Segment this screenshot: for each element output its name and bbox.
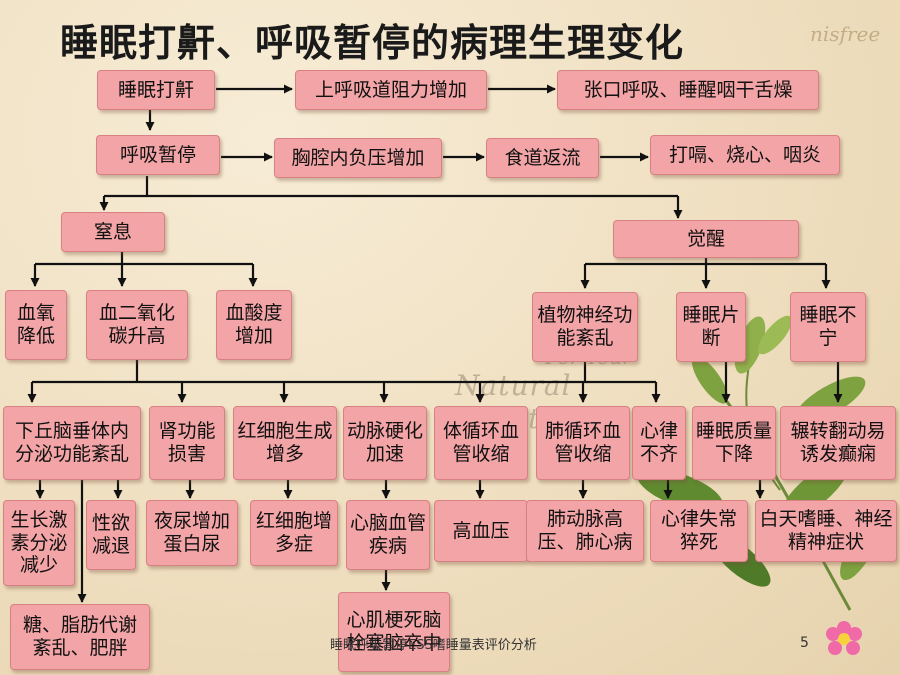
node-airway-resistance: 上呼吸道阻力增加 bbox=[295, 70, 487, 110]
node-libido: 性欲减退 bbox=[86, 500, 136, 570]
node-sudden-death: 心律失常猝死 bbox=[650, 500, 748, 562]
page-number: 5 bbox=[800, 635, 809, 651]
node-mouth-breathing: 张口呼吸、睡醒咽干舌燥 bbox=[557, 70, 819, 110]
brand-logo-text: nisfree bbox=[810, 22, 881, 46]
node-pah: 肺动脉高压、肺心病 bbox=[526, 500, 644, 562]
node-arrhythmia: 心律不齐 bbox=[632, 406, 686, 480]
node-arterio: 动脉硬化加速 bbox=[343, 406, 427, 480]
node-apnea: 呼吸暂停 bbox=[96, 135, 220, 175]
node-mi: 心肌梗死脑栓塞脑卒中 bbox=[338, 592, 450, 672]
node-suffocation: 窒息 bbox=[61, 212, 165, 252]
node-acid-rise: 血酸度增加 bbox=[216, 290, 292, 360]
node-rbc: 红细胞生成增多 bbox=[233, 406, 337, 480]
node-systemic: 体循环血管收缩 bbox=[434, 406, 528, 480]
node-cardio: 心脑血管疾病 bbox=[346, 500, 430, 570]
flower-icon bbox=[826, 621, 862, 655]
node-negative-pressure: 胸腔内负压增加 bbox=[274, 138, 442, 178]
node-hiccup: 打嗝、烧心、咽炎 bbox=[650, 135, 840, 175]
node-restless: 睡眠不宁 bbox=[790, 292, 866, 362]
node-reflux: 食道返流 bbox=[486, 138, 599, 178]
node-low-oxygen: 血氧降低 bbox=[5, 290, 67, 360]
node-tossing: 辗转翻动易诱发癫痫 bbox=[780, 406, 896, 480]
node-arousal: 觉醒 bbox=[613, 220, 799, 258]
node-snoring: 睡眠打鼾 bbox=[97, 70, 215, 110]
footer-text: 睡眠呼吸暂停ESS嗜睡量表评价分析 bbox=[330, 638, 537, 653]
node-hypertension: 高血压 bbox=[434, 500, 528, 562]
node-growth: 生长激素分泌减少 bbox=[3, 500, 75, 586]
node-autonomic: 植物神经功能紊乱 bbox=[532, 292, 638, 362]
node-hypothalamus: 下丘脑垂体内分泌功能紊乱 bbox=[3, 406, 141, 480]
node-polycythemia: 红细胞增多症 bbox=[250, 500, 338, 566]
node-co2-rise: 血二氧化碳升高 bbox=[86, 290, 188, 360]
node-metabolic: 糖、脂肪代谢紊乱、肥胖 bbox=[10, 604, 150, 670]
node-sleep-quality: 睡眠质量下降 bbox=[692, 406, 776, 480]
node-pulmonary: 肺循环血管收缩 bbox=[536, 406, 630, 480]
node-sleep-fragment: 睡眠片断 bbox=[676, 292, 746, 362]
node-kidney: 肾功能损害 bbox=[149, 406, 225, 480]
slide-title: 睡眠打鼾、呼吸暂停的病理生理变化 bbox=[60, 21, 685, 65]
node-nocturia: 夜尿增加蛋白尿 bbox=[146, 500, 238, 566]
node-daytime: 白天嗜睡、神经精神症状 bbox=[755, 500, 897, 562]
